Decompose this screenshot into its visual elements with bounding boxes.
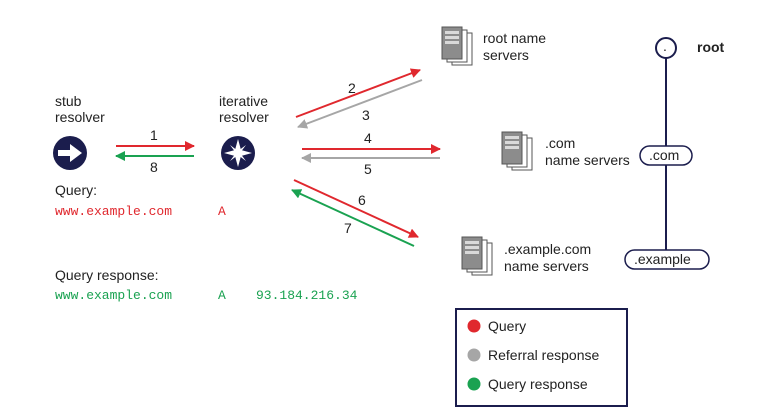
tree-com-label: .com: [649, 147, 679, 163]
stub-resolver-label-line1: stub: [55, 93, 82, 109]
response-name: www.example.com: [55, 288, 172, 303]
response-label: Query response:: [55, 267, 159, 283]
example-servers-label-line1: .example.com: [504, 241, 591, 257]
legend-swatch-response: [467, 377, 481, 391]
stub-resolver-icon: [53, 136, 87, 170]
server-stack-icon: [441, 26, 473, 66]
example-name-servers: .example.com name servers: [461, 236, 591, 276]
tree-node-example: [624, 249, 710, 270]
server-stack-icon: [461, 236, 493, 276]
response-type: A: [218, 288, 226, 303]
legend-box: [455, 308, 628, 407]
compass-star-icon: [221, 136, 255, 170]
example-servers-label-line2: name servers: [504, 258, 589, 274]
dns-tree: . root .com .example: [624, 37, 725, 270]
stub-resolver: stub resolver: [53, 93, 105, 170]
root-name-servers: root name servers: [441, 26, 546, 66]
legend-swatch-query: [467, 319, 481, 333]
arrow-2-query: [295, 68, 421, 118]
query-label: Query:: [55, 182, 97, 198]
arrow-3-referral: [297, 79, 423, 129]
legend: Query Referral response Query response: [455, 308, 628, 407]
arrow-2-label: 2: [348, 80, 356, 96]
arrow-8-label: 8: [150, 159, 158, 175]
arrow-7-response: [291, 189, 415, 247]
root-servers-label-line1: root name: [483, 30, 546, 46]
legend-label-query: Query: [488, 318, 526, 334]
com-name-servers: .com name servers: [501, 131, 630, 171]
iterative-resolver-label-line1: iterative: [219, 93, 268, 109]
stub-resolver-label-line2: resolver: [55, 109, 105, 125]
legend-label-response: Query response: [488, 376, 588, 392]
legend-label-referral: Referral response: [488, 347, 599, 363]
com-servers-label-line2: name servers: [545, 152, 630, 168]
response-address: 93.184.216.34: [256, 288, 358, 303]
tree-root-label: root: [697, 39, 725, 55]
arrow-1-label: 1: [150, 127, 158, 143]
tree-node-com: [639, 145, 693, 166]
tree-node-root: [655, 37, 677, 59]
tree-example-label: .example: [634, 251, 691, 267]
iterative-resolver-label-line2: resolver: [219, 109, 269, 125]
iterative-resolver: iterative resolver: [219, 93, 269, 170]
arrow-3-label: 3: [362, 107, 370, 123]
arrow-5-label: 5: [364, 161, 372, 177]
arrow-6-label: 6: [358, 192, 366, 208]
query-type: A: [218, 204, 226, 219]
query-name: www.example.com: [55, 204, 172, 219]
arrow-7-label: 7: [344, 220, 352, 236]
com-servers-label-line1: .com: [545, 135, 575, 151]
legend-swatch-referral: [467, 348, 481, 362]
arrow-4-label: 4: [364, 130, 372, 146]
root-servers-label-line2: servers: [483, 47, 529, 63]
server-stack-icon: [501, 131, 533, 171]
tree-root-dot: .: [663, 38, 667, 54]
arrow-6-query: [293, 179, 419, 238]
